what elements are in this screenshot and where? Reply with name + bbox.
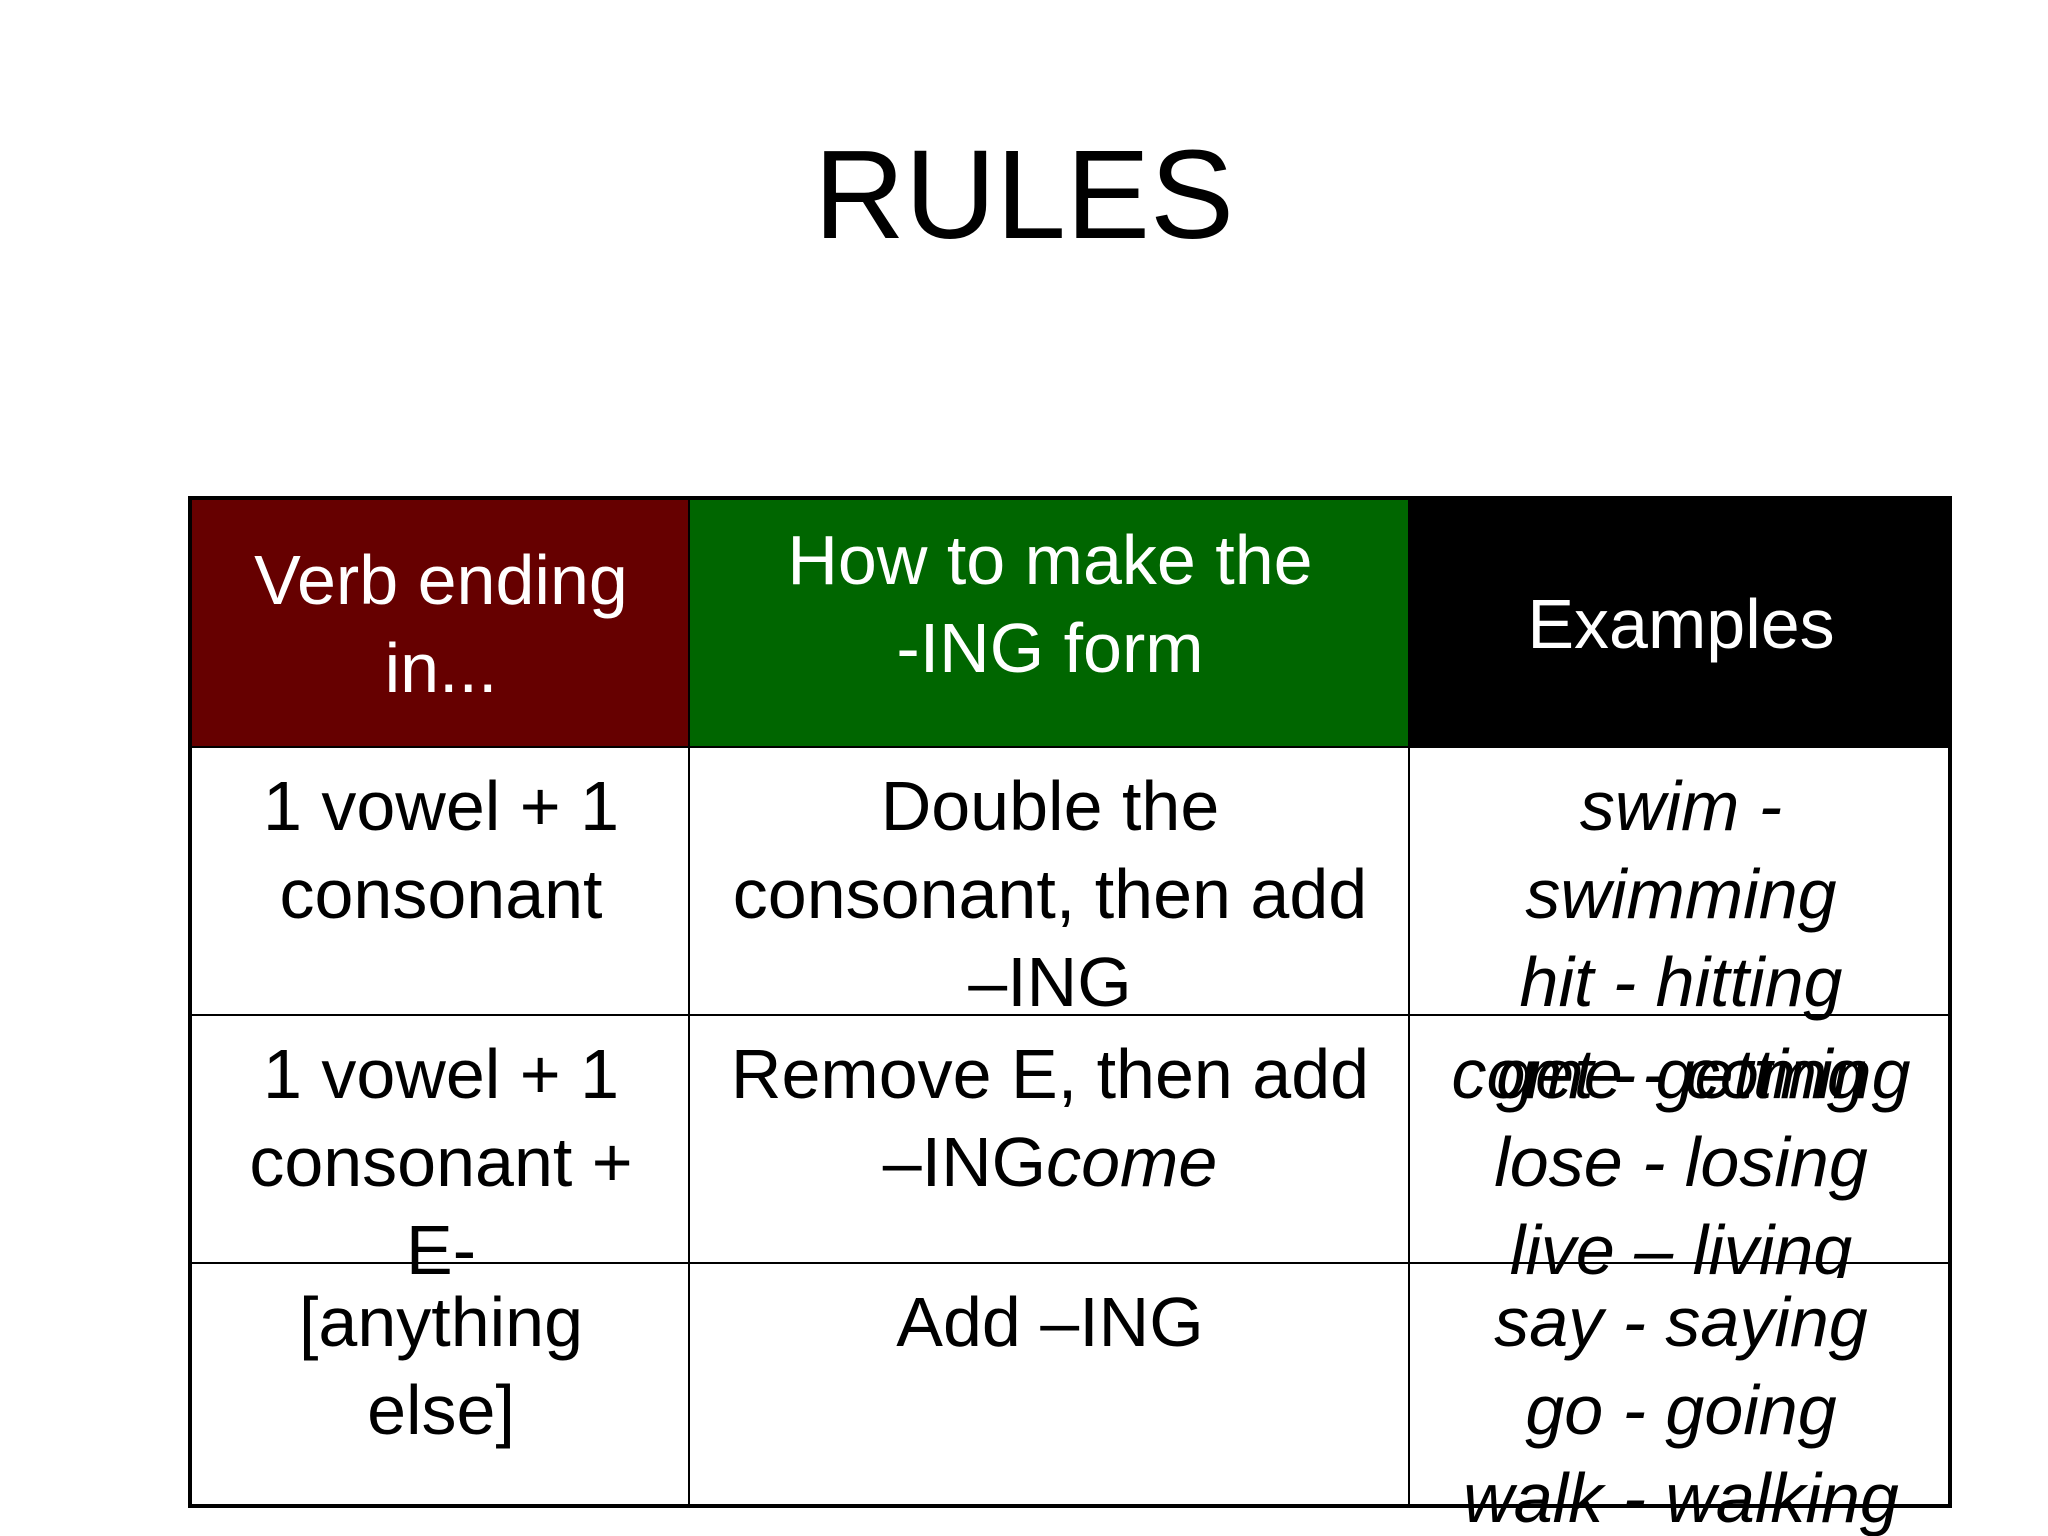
row-2-ending-line-3: E- — [406, 1211, 476, 1278]
row-divider-1 — [192, 1014, 1948, 1016]
row-2-example-1: come - coming — [1451, 1035, 1911, 1113]
header-verb-ending-line-1: Verb ending — [254, 541, 628, 619]
row-2-rule: Remove E, then add –INGcome — [690, 1030, 1410, 1278]
row-3-ending-line-2: else] — [367, 1371, 515, 1449]
row-1-rule-line-3: –ING — [968, 943, 1132, 1021]
row-2-example-2: lose - losing — [1494, 1123, 1868, 1201]
row-1-example-1: swim - — [1579, 767, 1783, 845]
row-3-examples: say - saying go - going walk - walking — [1410, 1278, 1952, 1536]
row-3-example-2: go - going — [1525, 1371, 1837, 1449]
row-1-rule-line-1: Double the — [880, 767, 1220, 845]
row-1-rule: Double the consonant, then add –ING — [690, 762, 1410, 1030]
header-divider — [192, 746, 1948, 748]
row-2-example-3: live – living — [1509, 1211, 1853, 1278]
header-how-to: How to make the -ING form — [690, 500, 1410, 748]
row-1-rule-line-2: consonant, then add — [732, 855, 1368, 933]
row-1-ending-line-1: 1 vowel + 1 — [262, 767, 620, 845]
header-verb-ending: Verb ending in... — [192, 500, 690, 748]
row-2-ending: 1 vowel + 1 consonant + E- — [192, 1030, 690, 1278]
row-1-examples: swim - swimming hit - hitting — [1410, 762, 1952, 1030]
header-examples: Examples — [1410, 500, 1952, 748]
row-1-ending-line-2: consonant — [279, 855, 603, 933]
header-how-to-line-2: -ING form — [896, 609, 1204, 687]
header-verb-ending-line-2: in... — [384, 629, 498, 707]
row-2-examples: get - getting come - coming lose - losin… — [1410, 1030, 1952, 1278]
row-1-example-2: swimming — [1525, 855, 1837, 933]
row-3-rule: Add –ING — [690, 1278, 1410, 1508]
row-1-example-4: get - getting — [1496, 1035, 1866, 1113]
slide-title: RULES — [813, 124, 1235, 265]
row-2-rule-line-2: –INGcome — [690, 1118, 1410, 1206]
row-2-rule-line-1: Remove E, then add — [730, 1035, 1370, 1113]
row-2-rule-ing: –ING — [882, 1123, 1047, 1201]
row-2-overlap-line: get - getting come - coming — [1410, 1030, 1952, 1118]
row-3-ending-line-1: [anything — [298, 1283, 584, 1361]
row-3-rule-line-1: Add –ING — [896, 1283, 1204, 1361]
row-3-example-1: say - saying — [1494, 1283, 1868, 1361]
row-2-rule-italic-tail: come — [1046, 1123, 1218, 1201]
column-divider-2 — [1408, 500, 1410, 1504]
row-2-ending-line-1: 1 vowel + 1 — [262, 1035, 620, 1113]
rules-table: Verb ending in... How to make the -ING f… — [188, 496, 1952, 1536]
header-how-to-line-1: How to make the — [787, 521, 1313, 599]
header-examples-line-1: Examples — [1527, 585, 1835, 663]
column-divider-1 — [688, 500, 690, 1504]
row-3-ending: [anything else] — [192, 1278, 690, 1508]
row-divider-2 — [192, 1262, 1948, 1264]
row-2-ending-line-2: consonant + — [249, 1123, 633, 1201]
row-1-ending: 1 vowel + 1 consonant — [192, 762, 690, 1030]
row-1-example-3: hit - hitting — [1519, 943, 1843, 1021]
row-3-example-3: walk - walking — [1463, 1459, 1899, 1536]
